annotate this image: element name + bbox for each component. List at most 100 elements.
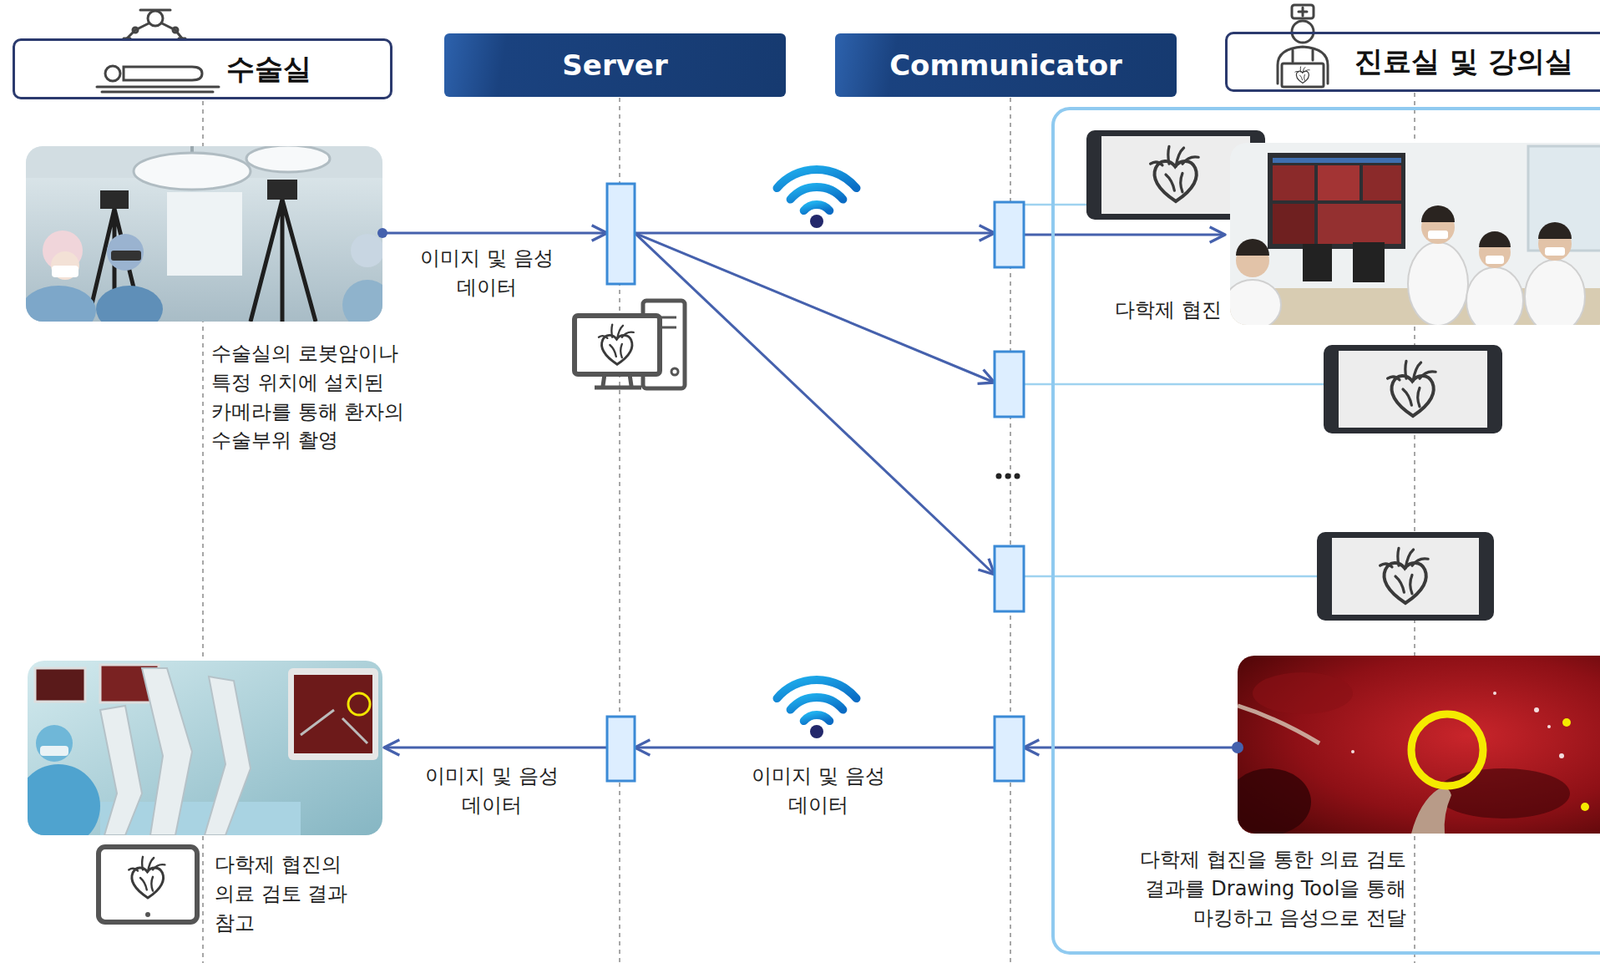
meeting-photo <box>1235 238 1270 256</box>
wifi-symbol <box>777 169 857 228</box>
ellipsis-dots <box>996 473 1021 480</box>
surgical-view-photo <box>1237 768 1312 834</box>
operating-room-photo <box>25 146 383 322</box>
mobile-device <box>1331 537 1479 615</box>
operating-room-photo <box>50 251 80 280</box>
surgical-view-photo <box>1252 672 1353 714</box>
surgical-view-photo <box>1237 655 1600 834</box>
surgical-view-photo <box>1411 788 1452 834</box>
data-flow-arrow <box>384 746 608 750</box>
robot-surgery-photo <box>141 668 193 836</box>
activation-bar <box>994 546 1024 612</box>
meeting-photo <box>1272 165 1315 201</box>
meeting-photo <box>1230 142 1600 325</box>
meeting-photo <box>1427 230 1449 239</box>
operating-room-photo <box>100 190 129 209</box>
lane-header-box: 진료실 및 강의실 <box>1225 31 1600 92</box>
surgical-view-photo <box>1559 753 1565 759</box>
wifi-symbol <box>790 697 844 710</box>
robot-surgery-photo <box>288 668 379 760</box>
activation-bar <box>607 716 635 781</box>
node-text: 진료실 및 강의실 <box>1354 42 1574 82</box>
robot-surgery-photo <box>348 693 370 715</box>
activation-bar <box>607 183 1024 781</box>
wifi-symbol <box>804 714 831 721</box>
doctor-icon <box>1281 63 1324 87</box>
wifi-symbol <box>777 679 857 699</box>
robot-surgery-photo <box>35 724 73 762</box>
operating-room-photo <box>167 192 243 276</box>
meeting-photo <box>1485 255 1504 264</box>
data-flow-arrow <box>634 232 995 383</box>
node-text: 수술실 <box>226 50 312 89</box>
operating-room-photo <box>106 233 144 271</box>
operating-room-icon <box>105 65 121 82</box>
operating-room-photo <box>111 250 142 261</box>
ellipsis-dots <box>996 473 1003 480</box>
mobile-device <box>1380 547 1429 603</box>
operating-room-photo <box>250 199 316 322</box>
clinic-panel: 다학제 협진다학제 협진을 통한 의료 검토 결과를 Drawing Tool을… <box>1051 106 1600 955</box>
annotation-label: 다학제 협진의 의료 검토 결과 참고 <box>214 850 386 937</box>
server-computer-icon <box>598 324 634 365</box>
data-flow-arrow <box>1023 746 1236 750</box>
lane-header-box: 수술실 <box>12 38 393 100</box>
surgical-view-photo <box>1436 768 1570 819</box>
mobile-device <box>1101 136 1251 214</box>
robot-surgery-photo <box>204 676 251 836</box>
surgical-view-photo <box>1493 691 1497 695</box>
surgical-view-photo <box>1547 724 1551 729</box>
doctor-icon <box>1277 5 1328 87</box>
operating-room-icon <box>123 37 186 41</box>
wifi-symbol <box>810 724 824 739</box>
meeting-photo <box>1538 222 1572 239</box>
doctor-icon <box>1295 66 1310 84</box>
wifi-symbol <box>777 169 857 188</box>
activation-bar <box>607 183 635 284</box>
ellipsis-dots <box>1005 473 1012 480</box>
mobile-device <box>1316 531 1494 621</box>
meeting-photo <box>1528 146 1600 251</box>
operating-room-photo <box>96 285 163 322</box>
wifi-symbol <box>804 204 831 211</box>
meeting-photo <box>1362 165 1402 201</box>
surgical-view-photo <box>1534 707 1540 713</box>
operating-room-icon <box>132 27 138 33</box>
wifi-symbol <box>810 214 824 228</box>
operating-room-icon <box>96 10 219 92</box>
operating-room-icon <box>101 91 213 94</box>
surgical-view-photo <box>1411 713 1484 786</box>
meeting-photo <box>1544 247 1565 256</box>
device-link-line <box>1023 383 1324 386</box>
wifi-symbol <box>790 187 844 200</box>
activation-bar <box>994 202 1024 268</box>
server-computer-icon <box>671 368 679 375</box>
robot-surgery-photo <box>40 745 69 756</box>
operating-room-icon <box>172 27 178 33</box>
tablet-icon <box>128 856 165 898</box>
node-text: 다학제 협진 <box>1071 295 1222 325</box>
meeting-photo <box>1272 203 1315 244</box>
meeting-photo <box>1230 279 1282 325</box>
data-flow-arrow <box>1023 233 1226 237</box>
tablet-icon <box>145 911 151 917</box>
doctor-icon <box>1292 50 1313 62</box>
lane-header-bar: Server <box>444 33 786 97</box>
operating-room-photo <box>51 265 79 278</box>
surgical-view-photo <box>1351 749 1355 754</box>
meeting-photo <box>1478 231 1511 248</box>
meeting-photo <box>1352 242 1385 283</box>
operating-room-icon <box>96 86 219 89</box>
wifi-symbol <box>777 679 857 739</box>
data-flow-arrow <box>382 232 608 235</box>
surgical-view-photo <box>1237 705 1320 744</box>
robot-surgery-photo <box>100 705 142 836</box>
node-text: 다학제 협진을 통한 의료 검토 결과를 Drawing Tool을 통해 마킹… <box>1076 845 1407 932</box>
operating-room-icon <box>147 10 163 26</box>
operating-room-photo <box>342 279 383 322</box>
meeting-photo <box>1267 152 1406 249</box>
doctor-icon <box>1298 7 1307 16</box>
